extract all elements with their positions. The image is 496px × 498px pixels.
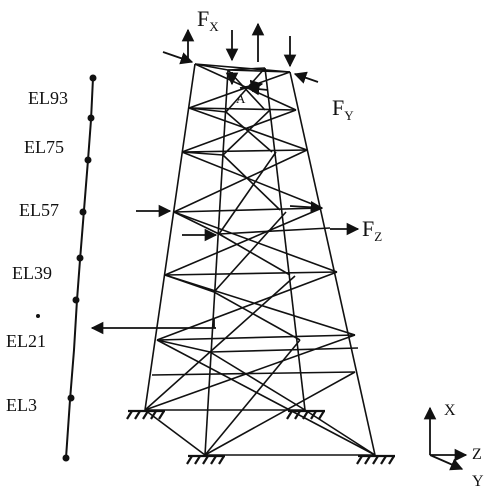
axis-label-z: Z [472, 446, 482, 463]
fixed-supports [126, 409, 395, 465]
elevation-label-el3: EL3 [6, 395, 37, 415]
force-label-fx: FX [197, 6, 219, 34]
elevation-label-el93: EL93 [28, 88, 68, 108]
force-label-fz: FZ [362, 216, 382, 244]
elevation-label-el39: EL39 [12, 263, 52, 283]
elevation-label-el57: EL57 [19, 200, 59, 220]
axis-label-x: X [444, 402, 456, 419]
small-label-a: A [236, 91, 246, 106]
tower-structure [144, 63, 376, 456]
elevation-label-el21: EL21 [6, 331, 46, 351]
axis-label-y: Y [472, 473, 484, 490]
marker-dot [36, 314, 40, 318]
force-label-fy: FY [332, 95, 354, 123]
force-arrows [90, 22, 360, 335]
elevation-scale [62, 74, 97, 462]
coordinate-axes [423, 406, 468, 471]
elevation-label-el75: EL75 [24, 137, 64, 157]
